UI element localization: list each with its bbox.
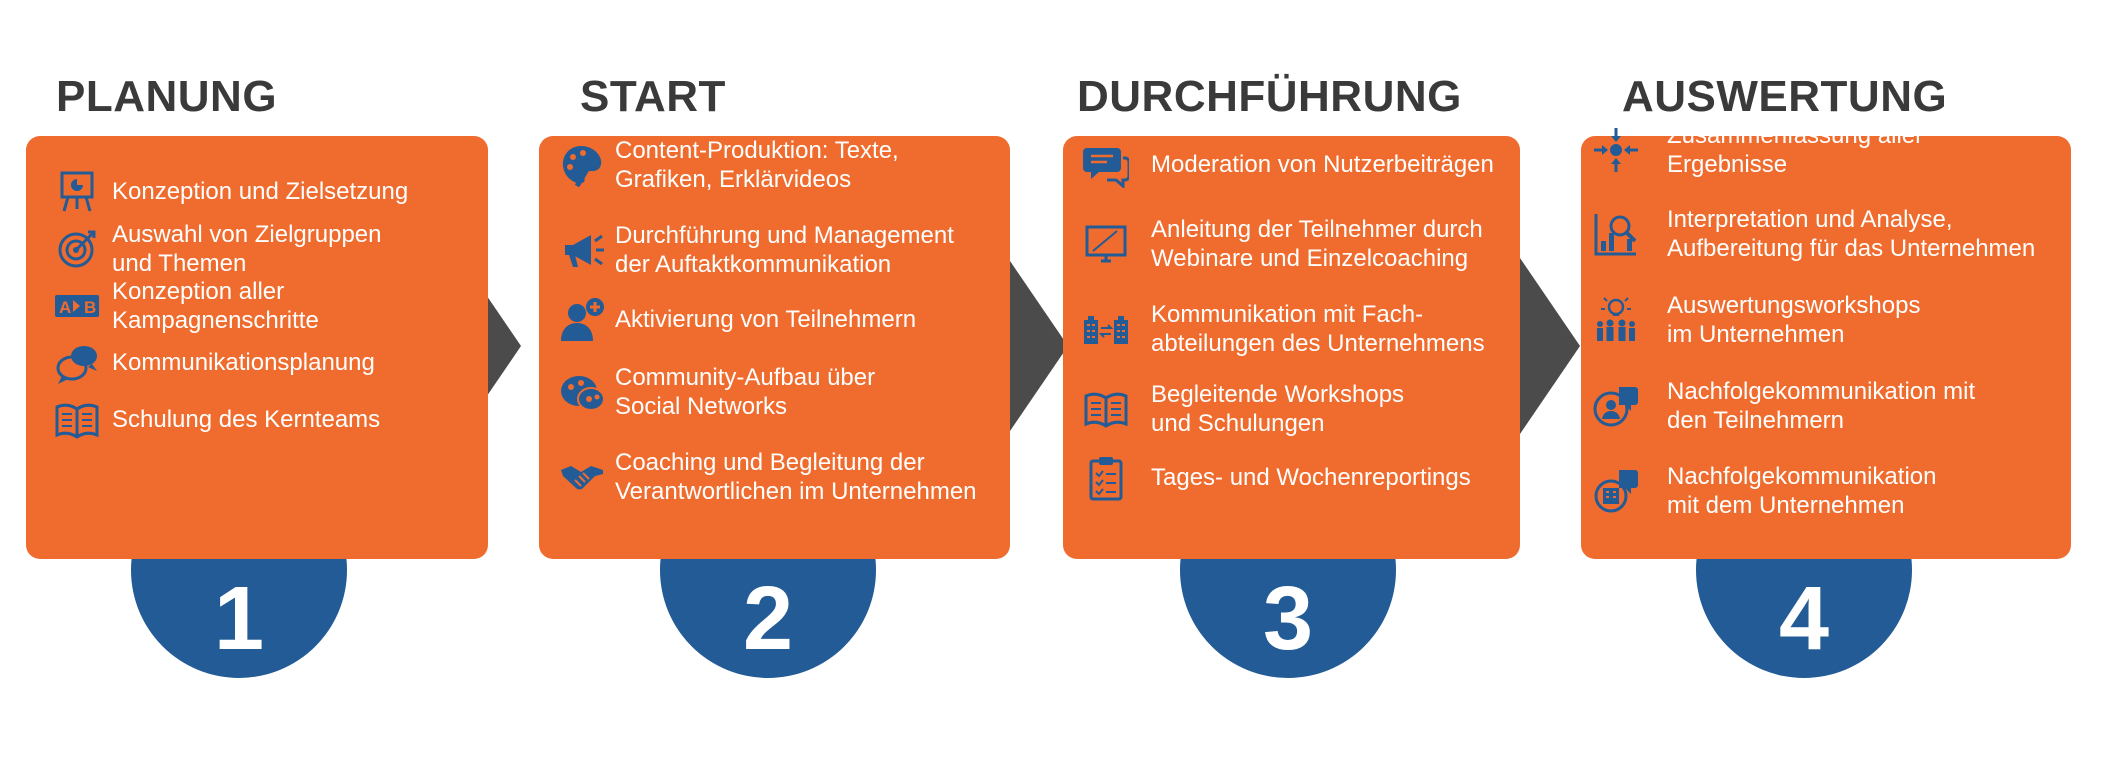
list-item-text: Konzeption aller Kampagnenschritte [112, 278, 319, 334]
megaphone-icon [559, 227, 605, 273]
list-item-text: Aktivierung von Teilnehmern [615, 306, 917, 333]
analysis-chart-icon [1593, 211, 1639, 257]
arrow-right-icon [1008, 258, 1068, 434]
list-item: Content-Produktion: Texte, Grafiken, Erk… [539, 137, 1010, 204]
list-item: Anleitung der Teilnehmer durch Webinare … [1063, 216, 1520, 283]
add-user-icon [559, 297, 605, 343]
list-item: Nachfolgekommunikation mit dem Unternehm… [1581, 463, 2071, 530]
list-item: Zusammenfassung aller Ergebnisse [1581, 122, 2071, 189]
webinar-screen-icon [1083, 221, 1129, 267]
arrow-right-icon [1520, 258, 1580, 434]
list-item-text: Konzeption und Zielsetzung [112, 178, 409, 205]
open-book-icon [1083, 386, 1129, 432]
list-item-text: Moderation von Nutzerbeiträgen [1151, 151, 1494, 178]
list-item: Durchführung und Management der Auftaktk… [539, 222, 1010, 289]
converge-arrows-icon [1593, 127, 1639, 173]
list-item-text: Tages- und Wochenreportings [1151, 464, 1471, 491]
phase-title: DURCHFÜHRUNG [1077, 72, 1462, 121]
list-item-text: Kommunikationsplanung [112, 349, 375, 376]
list-item-text: Interpretation und Analyse, Aufbereitung… [1667, 206, 2036, 262]
list-item-text: Begleitende Workshops und Schulungen [1151, 381, 1405, 437]
phase-card: Content-Produktion: Texte, Grafiken, Erk… [539, 136, 1010, 559]
list-item-text: Anleitung der Teilnehmer durch Webinare … [1151, 216, 1483, 272]
list-item-text: Schulung des Kernteams [112, 406, 381, 433]
list-item-text: Nachfolgekommunikation mit dem Unternehm… [1667, 463, 1937, 519]
list-item: Tages- und Wochenreportings [1063, 455, 1520, 517]
presentation-board-icon [54, 169, 100, 215]
list-item: Kommunikation mit Fach- abteilungen des … [1063, 301, 1520, 368]
list-item-text: Auswahl von Zielgruppen und Themen [112, 221, 382, 277]
list-item: Interpretation und Analyse, Aufbereitung… [1581, 206, 2071, 273]
list-item: Aktivierung von Teilnehmern [539, 297, 1010, 359]
open-book-icon [54, 397, 100, 443]
list-item: Auswertungsworkshops im Unternehmen [1581, 292, 2071, 359]
idea-group-icon [1593, 297, 1639, 343]
svg-text:B: B [84, 298, 96, 317]
list-item: Coaching und Begleitung der Verantwortli… [539, 449, 1010, 516]
phase-title: PLANUNG [56, 72, 278, 121]
phase-title: AUSWERTUNG [1622, 72, 1948, 121]
handshake-icon [559, 454, 605, 500]
list-item: Begleitende Workshops und Schulungen [1063, 381, 1520, 448]
building-chat-icon [1593, 468, 1639, 514]
step-number: 1 [213, 569, 265, 669]
svg-text:A: A [59, 298, 71, 317]
target-icon [54, 226, 100, 272]
list-item-text: Community-Aufbau über Social Networks [615, 364, 876, 420]
palette-icon [559, 142, 605, 188]
step-number: 3 [1262, 569, 1314, 669]
list-item: Auswahl von Zielgruppen und Themen [26, 221, 488, 288]
list-item-text: Kommunikation mit Fach- abteilungen des … [1151, 301, 1485, 357]
list-item: Moderation von Nutzerbeiträgen [1063, 142, 1520, 204]
buildings-exchange-icon [1083, 306, 1129, 352]
step-number: 4 [1778, 569, 1830, 669]
list-item: Community-Aufbau über Social Networks [539, 364, 1010, 431]
clipboard-report-icon [1083, 455, 1129, 501]
list-item-text: Nachfolgekommunikation mit den Teilnehme… [1667, 378, 1976, 434]
list-item-text: Content-Produktion: Texte, Grafiken, Erk… [615, 137, 899, 193]
list-item: Schulung des Kernteams [26, 397, 488, 459]
list-item-text: Coaching und Begleitung der Verantwortli… [615, 449, 977, 505]
person-chat-icon [1593, 383, 1639, 429]
list-item: Konzeption und Zielsetzung [26, 169, 488, 231]
community-bubbles-icon [559, 369, 605, 415]
list-item-text: Durchführung und Management der Auftaktk… [615, 222, 954, 278]
phase-title: START [580, 72, 726, 121]
list-item: Kommunikationsplanung [26, 340, 488, 402]
list-item: Nachfolgekommunikation mit den Teilnehme… [1581, 378, 2071, 445]
list-item-text: Auswertungsworkshops im Unternehmen [1667, 292, 1921, 348]
step-number: 2 [742, 569, 794, 669]
speech-bubbles-icon [54, 340, 100, 386]
chat-moderation-icon [1083, 142, 1129, 188]
list-item-text: Zusammenfassung aller Ergebnisse [1667, 122, 1924, 178]
